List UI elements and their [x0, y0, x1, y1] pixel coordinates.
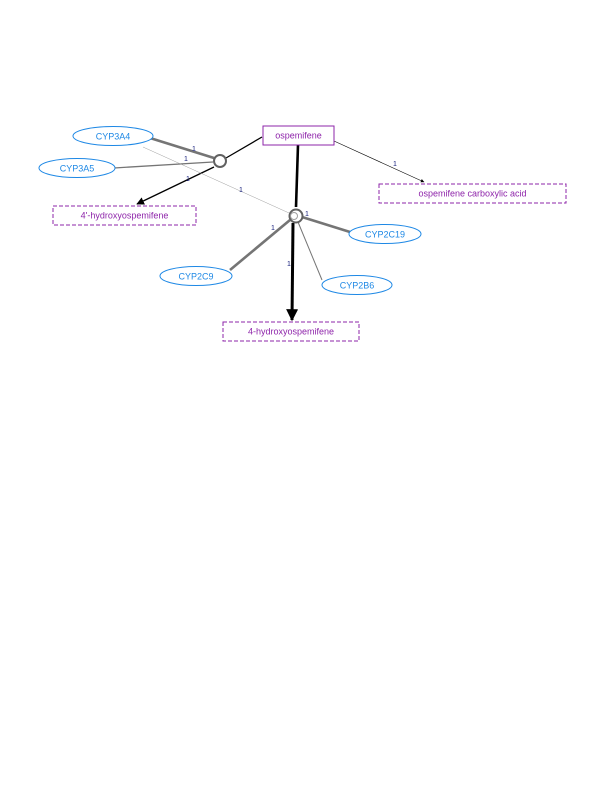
edges	[113, 136, 425, 322]
enzyme-node-cyp3a5[interactable]: CYP3A5	[38, 158, 116, 178]
enzyme-node-cyp2b6[interactable]: CYP2B6	[321, 275, 393, 295]
node-label-cyp3a5: CYP3A5	[60, 164, 95, 174]
node-label-cyp2c19: CYP2C19	[365, 230, 405, 240]
substrate-node-ospemifene[interactable]: ospemifene	[262, 125, 335, 146]
reaction-nodes	[213, 154, 304, 224]
edge-label-cyp3a4-r2b: 1	[239, 187, 243, 194]
product-node-4prime-hydroxyospemifene[interactable]: 4'-hydroxyospemifene	[52, 205, 197, 226]
node-label-carboxylic-acid: ospemifene carboxylic acid	[418, 189, 526, 199]
enzyme-node-cyp2c19[interactable]: CYP2C19	[348, 224, 422, 244]
product-node-carboxylic-acid[interactable]: ospemifene carboxylic acid	[378, 183, 567, 204]
edge-label-cyp3a4-r2: 1	[186, 176, 190, 183]
edge-cyp2b6-to-reaction2	[297, 221, 323, 281]
edge-label-cyp3a4-r1: 1	[192, 146, 196, 153]
edge-cyp3a4-to-reaction2	[142, 146, 290, 214]
edge-reaction1-to-4prime-hydroxyospemifene	[136, 166, 215, 205]
product-node-4-hydroxyospemifene[interactable]: 4-hydroxyospemifene	[222, 321, 360, 342]
edge-ospemifene-to-reaction1	[225, 136, 263, 159]
edge-label-cyp2c9-r2: 1	[271, 225, 275, 232]
edge-label-carboxylic: 1	[393, 161, 397, 168]
enzyme-node-cyp2c9[interactable]: CYP2C9	[159, 266, 233, 286]
edge-cyp2c19-to-reaction2	[301, 215, 351, 234]
edge-label-cyp2c19-r2: 1	[305, 211, 309, 218]
node-label-cyp3a4: CYP3A4	[96, 132, 131, 142]
node-label-cyp2c9: CYP2C9	[178, 272, 213, 282]
reaction-node-1[interactable]	[213, 154, 227, 168]
reaction-node-2-inner	[290, 212, 298, 220]
node-label-ospemifene: ospemifene	[275, 131, 322, 141]
edge-cyp3a5-to-reaction1	[113, 161, 214, 169]
edge-reaction2-to-4-hydroxyospemifene	[286, 222, 299, 322]
edge-label-hydroxy4: 1	[287, 261, 291, 268]
node-label-4-hydroxyospemifene: 4-hydroxyospemifene	[248, 327, 334, 337]
edge-labels: 1 1 1 1 1 1 1 1	[184, 146, 397, 268]
node-label-4prime-hydroxyospemifene: 4'-hydroxyospemifene	[81, 211, 169, 221]
enzyme-node-cyp3a4[interactable]: CYP3A4	[72, 126, 154, 146]
edge-cyp2c9-to-reaction2	[229, 219, 291, 271]
edge-ospemifene-to-carboxylic-acid	[333, 140, 425, 183]
edge-label-cyp3a5-r1: 1	[184, 156, 188, 163]
node-label-cyp2b6: CYP2B6	[340, 281, 375, 291]
edge-cyp3a4-to-reaction1	[149, 136, 215, 160]
edge-ospemifene-to-reaction2	[294, 144, 300, 208]
